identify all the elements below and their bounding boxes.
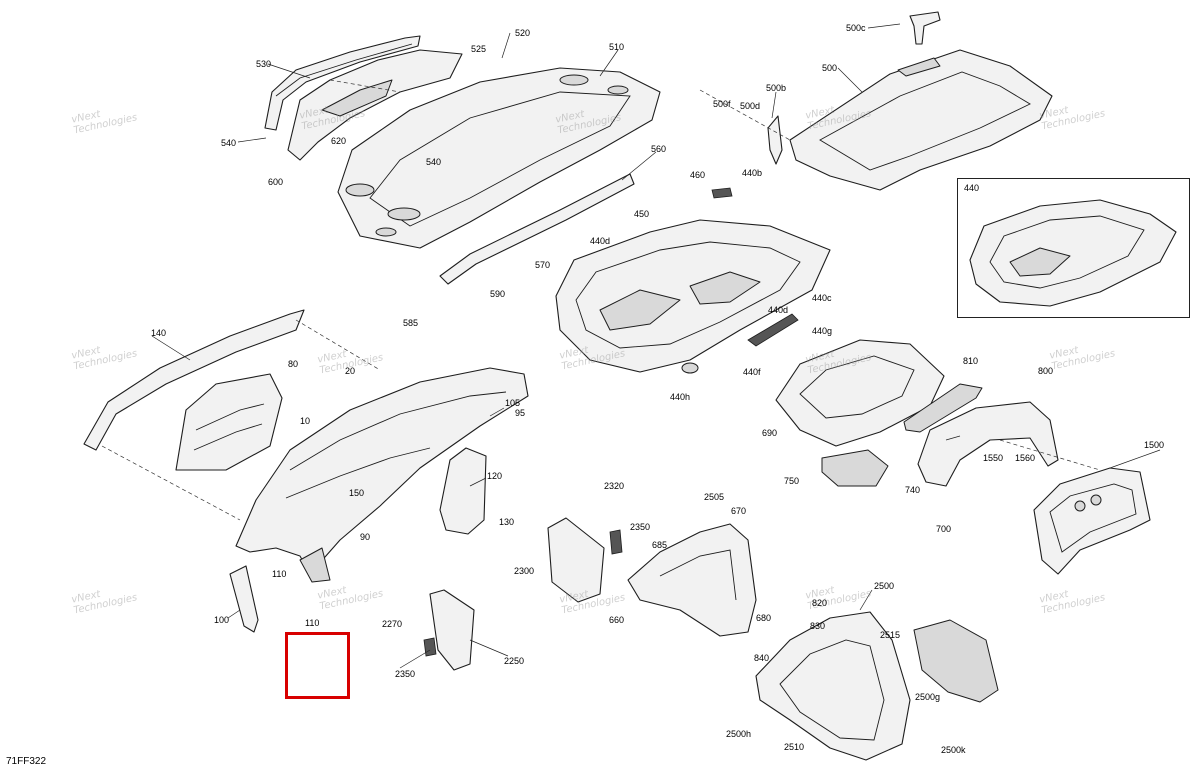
part-500-cover [767,11,1053,191]
callout-440f[interactable]: 440f [743,367,761,377]
assembly-lines [101,79,1101,521]
callout-520[interactable]: 520 [515,28,531,38]
callout-20[interactable]: 20 [345,366,356,376]
callout-440h[interactable]: 440h [670,392,691,402]
callout-2320[interactable]: 2320 [604,481,625,491]
callout-2500h[interactable]: 2500h [726,729,752,739]
callout-2500g[interactable]: 2500g [915,692,941,702]
callout-2250[interactable]: 2250 [504,656,525,666]
callout-440g[interactable]: 440g [812,326,833,336]
callout-120[interactable]: 120 [487,471,503,481]
callout-700[interactable]: 700 [936,524,952,534]
part-440-tub [555,187,831,374]
part-810-strip [903,383,983,433]
callout-560[interactable]: 560 [651,144,667,154]
callout-2505[interactable]: 2505 [704,492,725,502]
callout-105[interactable]: 105 [505,398,521,408]
part-530-trim [264,35,421,131]
callout-95[interactable]: 95 [515,408,526,418]
figure-code: 71FF322 [6,756,47,767]
callout-500f[interactable]: 500f [713,99,731,109]
part-120-panel [439,447,487,535]
callout-450[interactable]: 450 [634,209,650,219]
callout-500[interactable]: 500 [822,63,838,73]
part-140-trim [83,309,305,451]
callout-80[interactable]: 80 [288,359,299,369]
callout-685[interactable]: 685 [652,540,668,550]
callout-660[interactable]: 660 [609,615,625,625]
part-100-bracket [229,565,259,633]
callout-840[interactable]: 840 [754,653,770,663]
callout-540-right[interactable]: 540 [426,157,442,167]
callout-500d[interactable]: 500d [740,101,761,111]
callout-820[interactable]: 820 [812,598,828,608]
callout-440d-mid[interactable]: 440d [768,305,789,315]
callout-130[interactable]: 130 [499,517,515,527]
callout-10[interactable]: 10 [300,416,311,426]
callout-590[interactable]: 590 [490,289,506,299]
callout-440c[interactable]: 440c [812,293,832,303]
callout-2300[interactable]: 2300 [514,566,535,576]
part-80-housing [175,373,283,471]
callout-90[interactable]: 90 [360,532,371,542]
callout-540-left[interactable]: 540 [221,138,237,148]
part-800-shroud [917,401,1059,487]
callout-440d-top[interactable]: 440d [590,236,611,246]
callout-110-upper[interactable]: 110 [272,569,287,579]
callout-800[interactable]: 800 [1038,366,1054,376]
part-510-frame [337,67,661,249]
part-10-dashboard [235,367,529,583]
part-690-tray [775,339,945,487]
inset-frame: 440 [957,178,1190,318]
callout-110-lower[interactable]: 110 [305,618,320,628]
callout-460[interactable]: 460 [690,170,706,180]
callout-690[interactable]: 690 [762,428,778,438]
callout-585[interactable]: 585 [403,318,419,328]
callout-500c[interactable]: 500c [846,23,866,33]
callout-2510[interactable]: 2510 [784,742,805,752]
callout-2350-upper[interactable]: 2350 [630,522,651,532]
callout-525[interactable]: 525 [471,44,487,54]
inset-label: 440 [964,183,980,193]
callout-2515[interactable]: 2515 [880,630,901,640]
callout-2270[interactable]: 2270 [382,619,403,629]
callout-2500k[interactable]: 2500k [941,745,966,755]
callout-1560[interactable]: 1560 [1015,453,1036,463]
callout-510[interactable]: 510 [609,42,625,52]
callout-680[interactable]: 680 [756,613,772,623]
callout-670[interactable]: 670 [731,506,747,516]
part-2300-vent [547,517,623,603]
highlight-box [285,632,350,699]
part-660-console [627,523,757,637]
callout-2500[interactable]: 2500 [874,581,895,591]
callout-150[interactable]: 150 [349,488,365,498]
part-1500-bezel [1033,467,1151,575]
callout-530[interactable]: 530 [256,59,272,69]
callout-740[interactable]: 740 [905,485,921,495]
callout-100[interactable]: 100 [214,615,230,625]
callout-810[interactable]: 810 [963,356,979,366]
callout-1500[interactable]: 1500 [1144,440,1165,450]
callout-1550[interactable]: 1550 [983,453,1004,463]
callout-2350-lower[interactable]: 2350 [395,669,416,679]
callout-500b[interactable]: 500b [766,83,787,93]
inset-tub-illustration [969,199,1177,307]
leader-lines [151,23,1161,669]
callout-830[interactable]: 830 [810,621,826,631]
callout-600[interactable]: 600 [268,177,284,187]
part-2500-cover [755,611,999,761]
callout-570[interactable]: 570 [535,260,551,270]
callout-440b[interactable]: 440b [742,168,763,178]
callout-140[interactable]: 140 [151,328,167,338]
callout-620[interactable]: 620 [331,136,347,146]
part-600-frame [287,49,463,161]
callout-750[interactable]: 750 [784,476,800,486]
part-560-bar [439,173,635,285]
part-2250-panel [423,589,475,671]
